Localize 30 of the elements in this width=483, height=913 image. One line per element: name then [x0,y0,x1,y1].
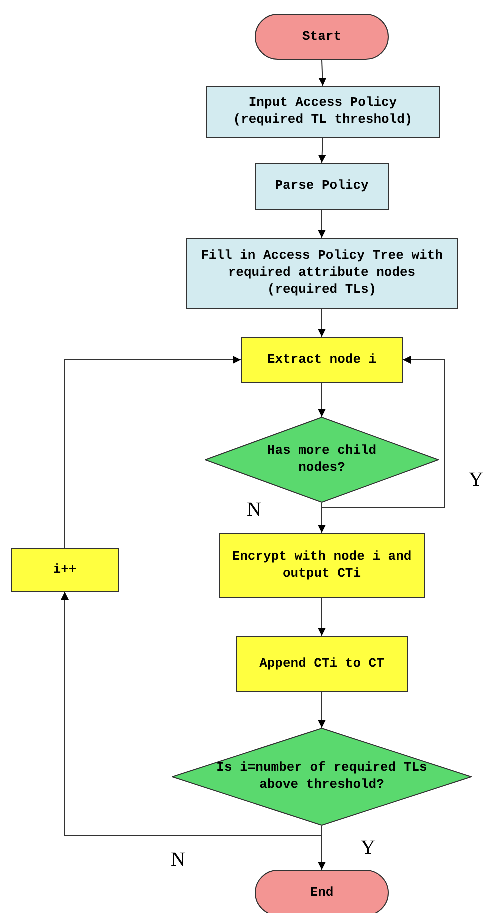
node-label: Is i=number of required TLs above threshold? [216,760,428,794]
arrow [318,308,326,338]
node-label: Extract node i [267,352,377,368]
process-box [219,533,425,598]
node-label: Parse Policy [275,178,369,195]
process-box [241,337,403,383]
arrow [318,60,327,86]
arrow [322,356,446,508]
node-label: Encrypt with node i and output CTi [231,548,413,582]
node-label: Has more child nodes? [266,443,378,477]
arrow [318,210,326,238]
process-box [11,548,119,592]
arrow [64,356,242,548]
arrow [318,598,326,636]
node-label: Fill in Access Policy Tree with required attribute nodes (required TLs) [200,248,444,299]
process-box [236,636,408,692]
process-box [186,238,458,309]
node-label: i++ [53,562,77,578]
node-label: Start [302,28,342,46]
process-box [206,86,440,138]
arrow [61,592,322,836]
node-label: Append CTi to CT [260,656,384,672]
node-label: End [310,884,334,902]
arrow [318,692,326,728]
process-box [255,163,389,210]
decision-diamond [205,417,439,503]
arrow [318,138,326,164]
node-label: Input Access Policy (required TL threshold) [232,95,414,129]
arrow [318,382,326,418]
decision-diamond [172,728,472,826]
